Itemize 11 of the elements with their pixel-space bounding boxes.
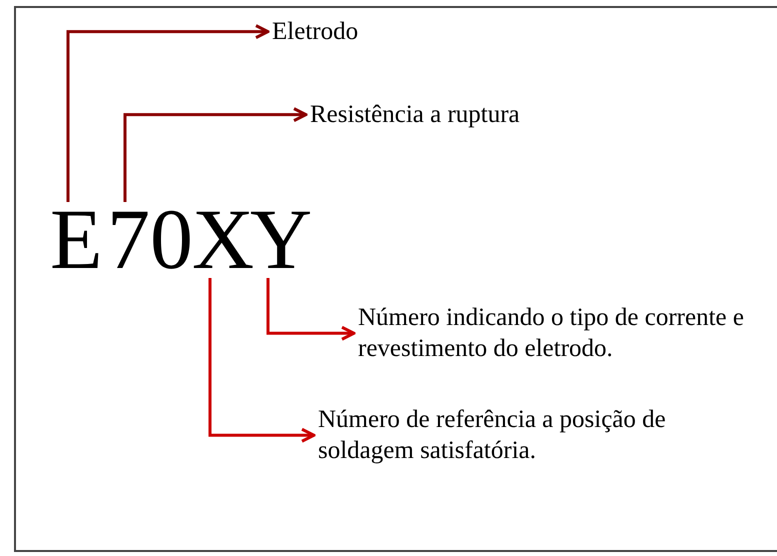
leader-arrow xyxy=(266,278,356,341)
letter: Y xyxy=(250,196,312,282)
leader-arrow xyxy=(124,107,308,202)
letter: E xyxy=(50,196,103,282)
annotation-text: Eletrodo xyxy=(272,16,358,48)
annotation-text: Resistência a ruptura xyxy=(310,99,520,130)
digits: 70 xyxy=(107,196,193,282)
annotation-text: Número indicando o tipo de corrente e revestimento do eletrodo. xyxy=(358,302,758,364)
leader-arrow xyxy=(208,278,316,443)
leader-arrow xyxy=(66,24,270,202)
annotation-text: Número de referência a posição de soldagem satisfatória. xyxy=(318,404,758,466)
